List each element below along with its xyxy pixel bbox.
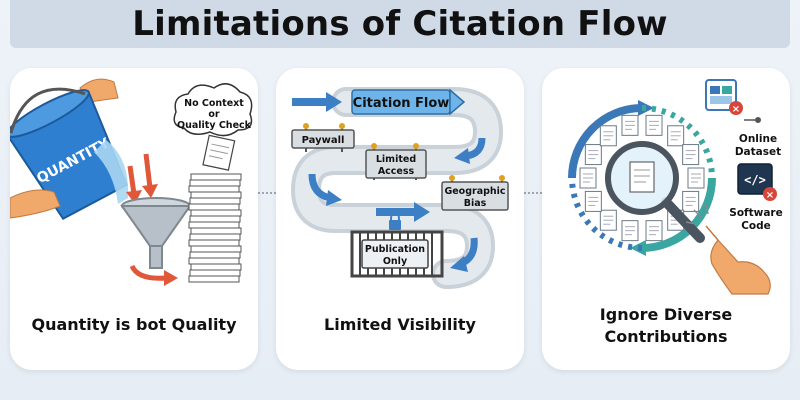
limited-access-line-2: Access <box>378 166 415 177</box>
software-code-line-2: Code <box>741 220 771 232</box>
quantity-illustration: QUANTITY No Context or Quality Check <box>10 78 253 286</box>
ring-document-icon <box>584 144 602 166</box>
visibility-illustration: Citation Flow Paywall Limited Access Geo… <box>290 87 509 289</box>
caption-diverse-line-1: Ignore Diverse <box>599 305 733 324</box>
paper-stack <box>188 173 242 283</box>
caption-diverse: Ignore Diverse Contributions <box>542 304 790 348</box>
online-dataset-line-2: Dataset <box>735 146 781 158</box>
geographic-bias-line-1: Geographic <box>444 186 505 197</box>
geographic-bias-sign: Geographic Bias <box>441 175 509 211</box>
limited-access-sign: Limited Access <box>365 143 427 180</box>
svg-text:×: × <box>732 104 740 115</box>
citation-flow-label: Citation Flow <box>353 96 450 111</box>
panel-visibility: Citation Flow Paywall Limited Access Geo… <box>276 68 524 370</box>
ring-document-icon <box>645 114 663 136</box>
bubble-line-3: Quality Check <box>177 120 252 131</box>
bubble-line-1: No Context <box>184 98 244 109</box>
water-stream <box>94 140 129 204</box>
caption-quantity: Quantity is bot Quality <box>31 315 237 334</box>
geographic-bias-line-2: Bias <box>464 198 487 209</box>
lock-icon <box>389 220 401 230</box>
ring-document-icon <box>667 125 685 147</box>
ring-document-icon <box>621 114 639 136</box>
ring-document-icon <box>579 167 597 189</box>
software-code-icon: </> × <box>737 163 777 201</box>
pointing-hand-icon <box>685 203 771 295</box>
diverse-illustration: × Online Dataset </> × Software Code <box>568 79 783 295</box>
ring-document-icon <box>682 190 700 212</box>
ring-document-icon <box>687 167 705 189</box>
panel-diverse: × Online Dataset </> × Software Code Ign… <box>542 68 790 370</box>
publication-gate: Publication Only <box>350 210 444 278</box>
document-ring <box>579 114 705 242</box>
limited-access-line-1: Limited <box>376 154 416 165</box>
svg-text:×: × <box>766 190 774 201</box>
title-bar: Limitations of Citation Flow <box>10 0 790 48</box>
ring-document-icon <box>682 144 700 166</box>
caption-visibility: Limited Visibility <box>324 315 476 334</box>
ring-document-icon <box>645 220 663 242</box>
page-title: Limitations of Citation Flow <box>132 4 668 44</box>
funnel <box>120 197 192 269</box>
ring-document-icon <box>599 209 617 231</box>
panel-quantity: QUANTITY No Context or Quality Check <box>10 68 258 370</box>
red-arrows <box>126 153 178 286</box>
panel-connector-2 <box>524 192 542 196</box>
ring-document-icon <box>599 125 617 147</box>
hand-bottom <box>10 189 61 219</box>
paywall-sign: Paywall <box>291 123 355 152</box>
bubble-line-2: or <box>208 109 220 120</box>
software-code-line-1: Software <box>729 207 782 219</box>
online-dataset-line-1: Online <box>739 133 777 145</box>
publication-only-line-1: Publication <box>365 244 425 255</box>
citation-flow-banner: Citation Flow <box>351 88 466 116</box>
ring-document-icon <box>584 190 602 212</box>
panel-connector-1 <box>258 192 276 196</box>
dataset-error-icon <box>729 101 743 115</box>
ring-document-icon <box>621 220 639 242</box>
document-icon <box>202 134 236 171</box>
no-context-bubble: No Context or Quality Check <box>173 83 253 137</box>
svg-text:</>: </> <box>744 173 766 187</box>
publication-only-line-2: Only <box>383 256 408 267</box>
paywall-label: Paywall <box>302 135 345 146</box>
caption-diverse-line-2: Contributions <box>604 327 728 346</box>
magnifier-icon <box>605 141 705 243</box>
dataset-icon: × <box>705 79 761 123</box>
code-error-icon <box>763 187 777 201</box>
